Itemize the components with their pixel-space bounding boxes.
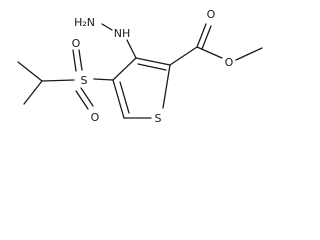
bond-c2-s1 [162,64,171,109]
chemical-structure-diagram: H₂N NH S O O S O O [17,8,263,125]
bond-c-o-double-b [201,25,212,50]
bond-c-o-ester [196,46,223,59]
bond-s-o-upper-b [78,49,83,71]
atom-label-ester-o: O [225,56,234,69]
bond-ch-me-lower [23,80,43,105]
bond-s-o-lower-b [75,90,89,110]
bond-s-o-upper-a [72,49,77,72]
bond-s-o-lower-a [80,87,94,107]
atom-label-sulfone-o-lower: O [91,111,100,124]
bond-c5-c4 [112,79,125,119]
atom-label-ring-s: S [155,112,162,125]
structure-canvas: H₂N NH S O O S O O [0,0,278,134]
bond-c2-carbonyl-c [169,46,198,66]
bond-c-o-double-a [196,23,207,48]
atom-label-group: H₂N NH S O O S O O [72,8,234,125]
bond-o-methyl [235,47,263,61]
atom-label-carbonyl-o: O [207,8,216,21]
bond-ch-me-upper [17,61,43,82]
bond-c5-c4-inner [119,81,130,114]
bond-nh-nh2 [101,23,113,31]
bond-group [17,23,263,119]
atom-label-nh2: H₂N [74,16,95,29]
bond-s-ch [41,79,75,82]
bond-c3-c2-inner [137,63,167,71]
atom-label-sulfone-s: S [81,74,88,87]
bond-c4-c3 [112,57,137,81]
bond-c3-c2 [135,57,171,66]
bond-c3-nh [126,39,137,59]
atom-label-nh: NH [114,27,131,40]
bond-c4-so2 [93,78,114,81]
atom-label-sulfone-o-upper: O [72,37,81,50]
